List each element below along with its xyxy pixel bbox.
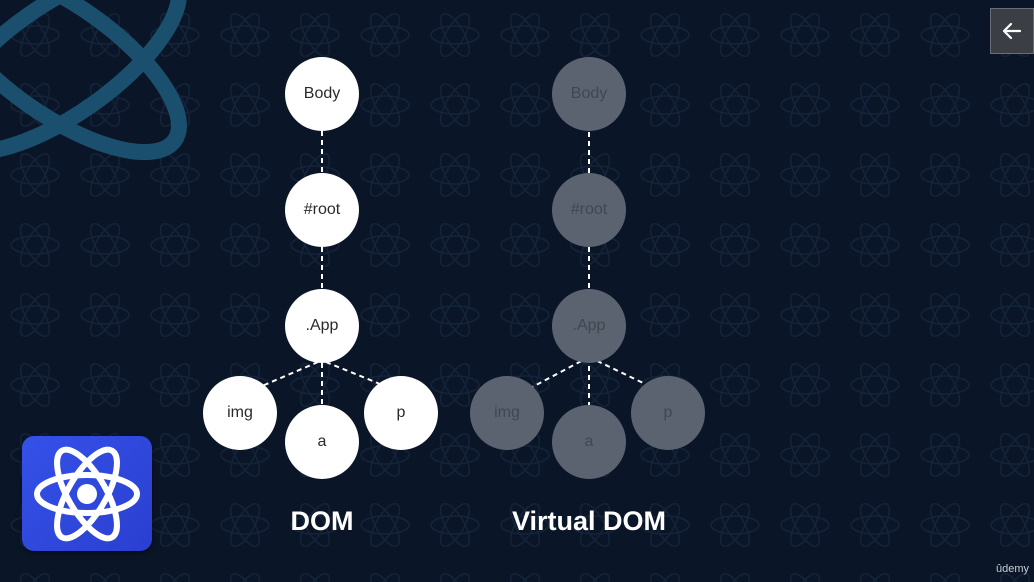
vdom-node-body: Body bbox=[552, 57, 626, 131]
vdom-node-a: a bbox=[552, 405, 626, 479]
node-label: .App bbox=[572, 317, 606, 334]
vdom-node-img: img bbox=[470, 376, 544, 450]
virtual-dom-caption: Virtual DOM bbox=[511, 506, 667, 536]
react-atom-icon bbox=[34, 446, 140, 541]
back-button[interactable] bbox=[990, 8, 1034, 54]
dom-node-p: p bbox=[364, 376, 438, 450]
dom-node-img: img bbox=[203, 376, 277, 450]
node-label: p bbox=[663, 404, 673, 421]
node-label: #root bbox=[570, 201, 608, 218]
node-label: p bbox=[396, 404, 406, 421]
vdom-node-app: .App bbox=[552, 289, 626, 363]
react-logo bbox=[22, 436, 152, 551]
node-label: #root bbox=[303, 201, 341, 218]
node-label: a bbox=[584, 433, 594, 450]
node-label: a bbox=[317, 433, 327, 450]
dom-node-body: Body bbox=[285, 57, 359, 131]
node-label: .App bbox=[305, 317, 339, 334]
dom-caption: DOM bbox=[290, 506, 354, 536]
vdom-node-p: p bbox=[631, 376, 705, 450]
arrow-left-icon bbox=[1002, 22, 1022, 40]
node-label: Body bbox=[303, 85, 341, 102]
node-label: img bbox=[494, 404, 520, 421]
vdom-node-root: #root bbox=[552, 173, 626, 247]
dom-node-app: .App bbox=[285, 289, 359, 363]
background-atom-icon bbox=[0, 0, 187, 161]
node-label: img bbox=[227, 404, 253, 421]
dom-node-a: a bbox=[285, 405, 359, 479]
node-label: Body bbox=[570, 85, 608, 102]
dom-node-root: #root bbox=[285, 173, 359, 247]
udemy-watermark: ûdemy bbox=[996, 563, 1030, 575]
